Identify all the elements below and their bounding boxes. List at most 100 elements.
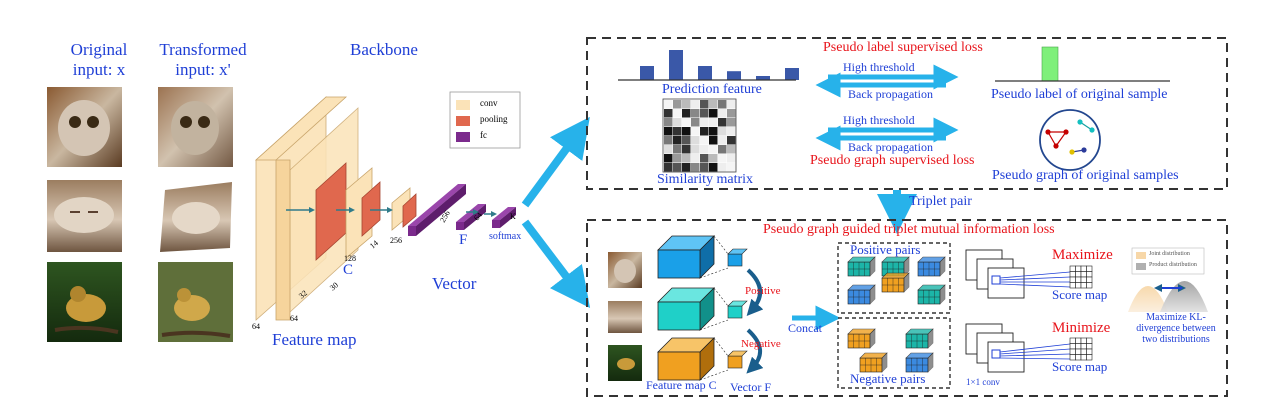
similarity-cell: [691, 127, 700, 136]
legend-conv: conv: [480, 98, 498, 108]
similarity-cell: [718, 145, 727, 154]
similarity-cell: [682, 100, 691, 109]
kl-distributions: [1128, 247, 1208, 312]
similarity-cell: [664, 100, 673, 109]
similarity-cell: [718, 154, 727, 163]
layer-legend: [449, 91, 521, 149]
backbone-label: Backbone: [350, 40, 418, 59]
similarity-cell: [691, 118, 700, 127]
dim-label: 256: [390, 236, 402, 245]
similarity-cell: [709, 163, 718, 172]
dim-label: K: [510, 212, 516, 221]
similarity-cell: [700, 109, 709, 118]
similarity-cell: [673, 100, 682, 109]
legend-pooling: pooling: [480, 114, 508, 124]
threshold-arrows-2: [815, 117, 959, 151]
similarity-cell: [700, 163, 709, 172]
similarity-cell: [718, 127, 727, 136]
softmax-label: softmax: [489, 231, 522, 242]
negative-pairs-label: Negative pairs: [850, 371, 926, 386]
negative-curve-arrow: [746, 328, 764, 374]
feature-cube: [657, 337, 748, 381]
similarity-cell: [664, 163, 673, 172]
pair-cube: [917, 284, 946, 305]
pair-cube: [881, 272, 910, 293]
similarity-cell: [727, 109, 736, 118]
threshold-arrows-1: [815, 64, 959, 98]
similarity-cell: [727, 145, 736, 154]
similarity-cell: [673, 163, 682, 172]
similarity-cell: [691, 100, 700, 109]
bottom-panel-box: [586, 219, 1228, 397]
similarity-cell: [664, 109, 673, 118]
pseudo-label-label: Pseudo label of original sample: [991, 87, 1168, 102]
triplet-pair-label: Triplet pair: [909, 194, 972, 209]
negative-label: Negative: [741, 338, 781, 350]
similarity-cell: [673, 136, 682, 145]
similarity-cell: [727, 118, 736, 127]
pseudo-graph-loss-title: Pseudo graph supervised loss: [810, 153, 975, 168]
similarity-cell: [682, 145, 691, 154]
arrow-to-bottom-panel: [521, 219, 591, 308]
conv-1x1-label: 1×1 conv: [966, 377, 1000, 387]
original-cat-image-1: [47, 87, 122, 167]
similarity-cell: [709, 154, 718, 163]
prediction-bar: [698, 66, 712, 80]
similarity-cell: [673, 109, 682, 118]
prediction-feature-bars: [640, 50, 799, 80]
original-input-label: Original input: x: [70, 40, 128, 79]
score-map-grid: [1069, 265, 1093, 289]
feature-map-c-label: Feature map C: [646, 378, 717, 392]
similarity-cell: [709, 145, 718, 154]
pair-cube: [905, 352, 934, 373]
similarity-cell: [709, 100, 718, 109]
transformed-bird-image: [158, 262, 233, 342]
pseudo-graph: [1039, 109, 1101, 171]
positive-curve-arrow: [746, 268, 764, 316]
dim-label: 64: [252, 322, 260, 331]
similarity-cell: [727, 154, 736, 163]
prediction-bar: [640, 66, 654, 80]
similarity-cell: [709, 127, 718, 136]
high-threshold-2: High threshold: [843, 113, 915, 127]
similarity-cell: [673, 127, 682, 136]
pair-cube: [847, 284, 876, 305]
dim-label: 64: [290, 314, 298, 323]
feature-cube: [657, 287, 748, 331]
similarity-cell: [718, 163, 727, 172]
transformed-input-label: Transformed input: x': [159, 40, 247, 79]
similarity-cell: [691, 163, 700, 172]
pseudo-graph-label: Pseudo graph of original samples: [992, 168, 1179, 183]
original-bird-image: [47, 262, 122, 342]
feature-map-label: Feature map: [272, 330, 357, 349]
vector-f-label: Vector F: [730, 380, 771, 394]
score-map-1-label: Score map: [1052, 287, 1108, 302]
negative-pairs-box: [837, 317, 951, 389]
positive-pairs-box: [837, 242, 951, 314]
pair-cube: [859, 352, 888, 373]
anchor-cat-thumbnail: [608, 252, 642, 288]
pair-cubes: [847, 256, 946, 373]
back-propagation-1: Back propagation: [848, 87, 933, 101]
score-map-2-label: Score map: [1052, 359, 1108, 374]
similarity-cell: [718, 118, 727, 127]
similarity-cell: [718, 100, 727, 109]
similarity-cell: [664, 127, 673, 136]
product-distribution-label: Product distribution: [1149, 262, 1197, 268]
triplet-loss-title: Pseudo graph guided triplet mutual infor…: [763, 222, 1055, 237]
similarity-cell: [673, 154, 682, 163]
conv-stack: [965, 323, 1071, 373]
positive-cat-thumbnail: [608, 301, 642, 333]
similarity-cell: [664, 118, 673, 127]
prediction-bar: [669, 50, 683, 80]
negative-bird-thumbnail: [608, 345, 642, 381]
f-label: F: [459, 232, 468, 248]
similarity-cell: [727, 100, 736, 109]
similarity-cell: [700, 136, 709, 145]
prediction-bar: [756, 76, 770, 80]
similarity-cell: [718, 136, 727, 145]
similarity-cell: [664, 136, 673, 145]
prediction-feature-label: Prediction feature: [662, 82, 762, 97]
similarity-cell: [691, 145, 700, 154]
pair-cube: [847, 328, 876, 349]
